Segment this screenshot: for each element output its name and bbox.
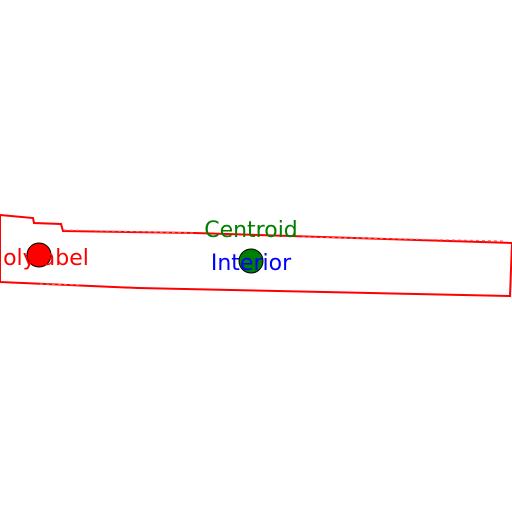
centroid-marker — [238, 248, 264, 274]
polygon-inner-edge — [39, 229, 506, 286]
interior-label: Interior — [211, 251, 292, 276]
polygon-outline — [0, 213, 512, 298]
centroid-label: Centroid — [204, 218, 298, 243]
polylabel-label: olylabel — [3, 246, 89, 271]
polylabel-marker — [26, 242, 52, 268]
